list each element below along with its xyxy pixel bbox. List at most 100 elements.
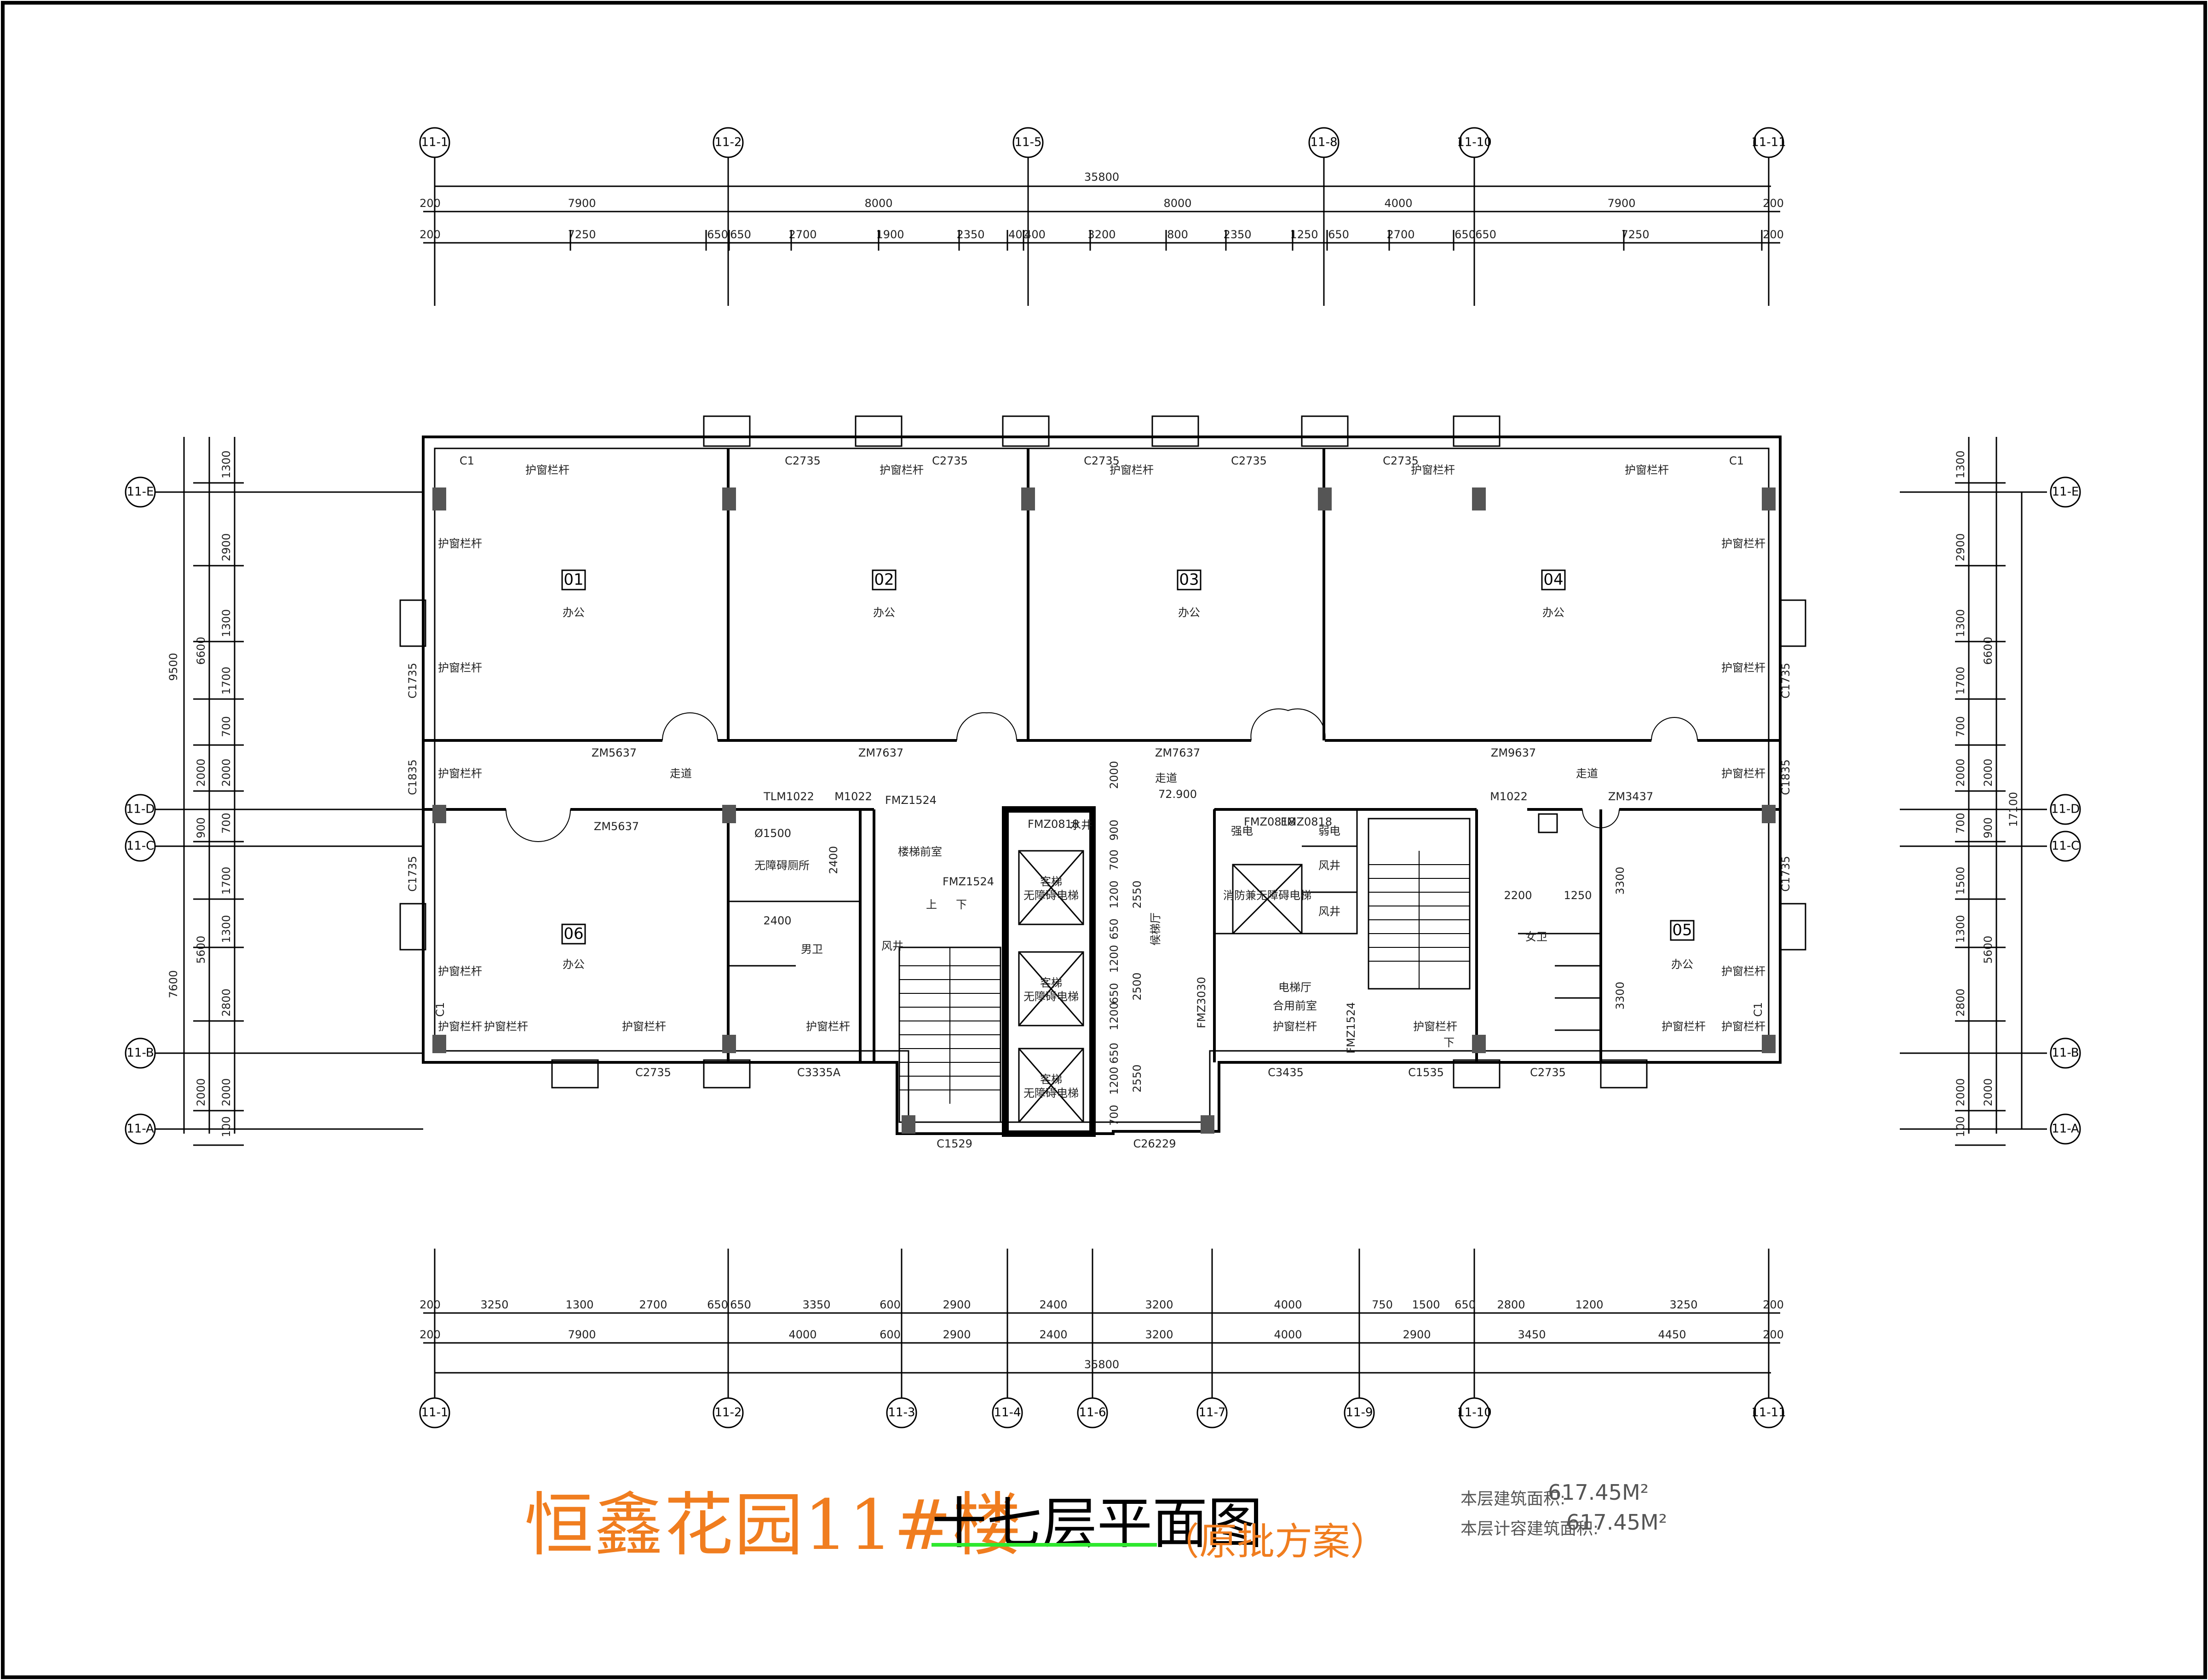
dim-text: 600 (880, 1328, 901, 1341)
inner-dim: 3300 (1614, 981, 1627, 1009)
door-tag: FMZ0818 (1281, 815, 1332, 828)
door-tag: ZM7637 (1155, 746, 1200, 759)
door-tag: FMZ1524 (1345, 1002, 1357, 1054)
svg-text:11-5: 11-5 (1014, 136, 1041, 149)
right-total-dim: 17100 (2007, 792, 2020, 827)
dim-text: 2000 (220, 758, 233, 786)
railing-label: 护窗栏杆 (1721, 661, 1765, 674)
window-tag: C2735 (785, 454, 821, 467)
railing-label: 护窗栏杆 (438, 537, 482, 550)
railing-label: 护窗栏杆 (880, 464, 924, 476)
inner-dim: 1200 (1108, 880, 1121, 908)
dim-text: 1500 (1954, 866, 1967, 894)
dim-text: 2700 (788, 228, 816, 241)
elev-1-label: 客梯 (1040, 875, 1062, 888)
dim-text: 1500 (1412, 1298, 1440, 1311)
dim-text: 2700 (1386, 228, 1414, 241)
left-total-dim: 9500 (167, 653, 180, 681)
door-tag: FMZ0818 (1028, 818, 1079, 831)
svg-text:11-7: 11-7 (1198, 1406, 1225, 1420)
window-tag: C1535 (1408, 1066, 1444, 1079)
dim-text: 3200 (1145, 1298, 1173, 1311)
dim-text: 1300 (1954, 915, 1967, 943)
female-wc-label: 女卫 (1525, 930, 1547, 943)
window-tag: C2735 (1231, 454, 1267, 467)
railing-label: 护窗栏杆 (484, 1020, 528, 1033)
railing-label: 护窗栏杆 (525, 464, 569, 476)
svg-text:11-11: 11-11 (1751, 136, 1786, 149)
railing-label: 护窗栏杆 (1411, 464, 1455, 476)
railing-label: 护窗栏杆 (1721, 1020, 1765, 1033)
dim-text: 650 (730, 1298, 751, 1311)
window-tag: C3435 (1268, 1066, 1304, 1079)
dim-text: 200 (420, 197, 441, 210)
door-tag: TLM1022 (763, 790, 814, 803)
dim-text: 1300 (1954, 609, 1967, 637)
svg-text:11-D: 11-D (2051, 803, 2080, 816)
axis-bubble-right: 11-C (2050, 831, 2081, 862)
railing-label: 护窗栏杆 (438, 965, 482, 978)
dim-text: 2000 (195, 758, 207, 786)
axis-bubble-bottom: 11-2 (713, 1397, 744, 1428)
room-03-no: 03 (1179, 571, 1199, 589)
dim-text: 2000 (1982, 1078, 1995, 1106)
dim-text: 2900 (1954, 533, 1967, 561)
dim-text: 1700 (1954, 666, 1967, 694)
strong-current-label: 强电 (1231, 825, 1253, 837)
svg-text:11-8: 11-8 (1310, 136, 1337, 149)
room-01-no: 01 (564, 571, 583, 589)
dim-text: 200 (1763, 1298, 1784, 1311)
axis-bubble-left: 11-C (125, 831, 156, 862)
door-tag: FMZ0818 (1244, 815, 1295, 828)
dim-text: 1300 (1954, 450, 1967, 478)
svg-text:11-2: 11-2 (714, 136, 742, 149)
ac-bays (399, 415, 1806, 1089)
dim-text: 1900 (876, 228, 904, 241)
railing-label: 护窗栏杆 (1110, 464, 1154, 476)
railing-label: 护窗栏杆 (1625, 464, 1669, 476)
svg-text:11-10: 11-10 (1457, 136, 1492, 149)
room-01-use: 办公 (563, 606, 585, 619)
inner-dim: 2550 (1131, 880, 1144, 908)
dim-text: 1300 (220, 450, 233, 478)
inner-dim: 2550 (1131, 1064, 1144, 1092)
stair-down-label: 下 (956, 898, 967, 911)
axis-bubble-top: 11-8 (1308, 127, 1340, 158)
dim-text: 650 (707, 1298, 728, 1311)
dim-text: 700 (1954, 813, 1967, 834)
window-tag: C1735 (1779, 663, 1792, 699)
svg-text:11-1: 11-1 (421, 1406, 448, 1420)
axis-bubble-bottom: 11-4 (992, 1397, 1023, 1428)
room-02-use: 办公 (873, 606, 895, 619)
dim-text: 2400 (1039, 1328, 1067, 1341)
railing-label: 护窗栏杆 (1413, 1020, 1457, 1033)
dim-text: 5600 (195, 935, 207, 963)
dim-text: 700 (220, 813, 233, 834)
inner-dim: 700 (1108, 1105, 1121, 1126)
axis-bubble-top: 11-11 (1751, 127, 1786, 158)
room-04-no: 04 (1543, 571, 1563, 589)
dim-text: 3200 (1087, 228, 1116, 241)
calc-area-value: 617.45M² (1566, 1510, 1668, 1535)
shared-front-room-label: 合用前室 (1273, 999, 1317, 1012)
window-tag: C2735 (1530, 1066, 1566, 1079)
dim-text: 7900 (1607, 197, 1635, 210)
room-06-use: 办公 (563, 958, 585, 971)
axis-bubble-right: 11-D (2050, 794, 2081, 825)
svg-text:11-9: 11-9 (1346, 1406, 1373, 1420)
wind-shaft-label-2: 风井 (1318, 905, 1340, 918)
svg-text:11-C: 11-C (2052, 839, 2080, 853)
railing-label: 护窗栏杆 (438, 661, 482, 674)
drawing-note: （原批方案） (1162, 1520, 1388, 1564)
dim-text: 900 (1982, 817, 1995, 838)
door-tag: ZM7637 (858, 746, 903, 759)
axis-bubble-left: 11-E (125, 476, 156, 508)
svg-text:11-C: 11-C (126, 839, 155, 853)
dim-text: 2350 (956, 228, 984, 241)
inner-dim: 2400 (827, 846, 840, 874)
bottom-total-dim: 35800 (1084, 1358, 1119, 1371)
dim-text: 4000 (1384, 197, 1412, 210)
dim-text: 650 (1475, 228, 1496, 241)
